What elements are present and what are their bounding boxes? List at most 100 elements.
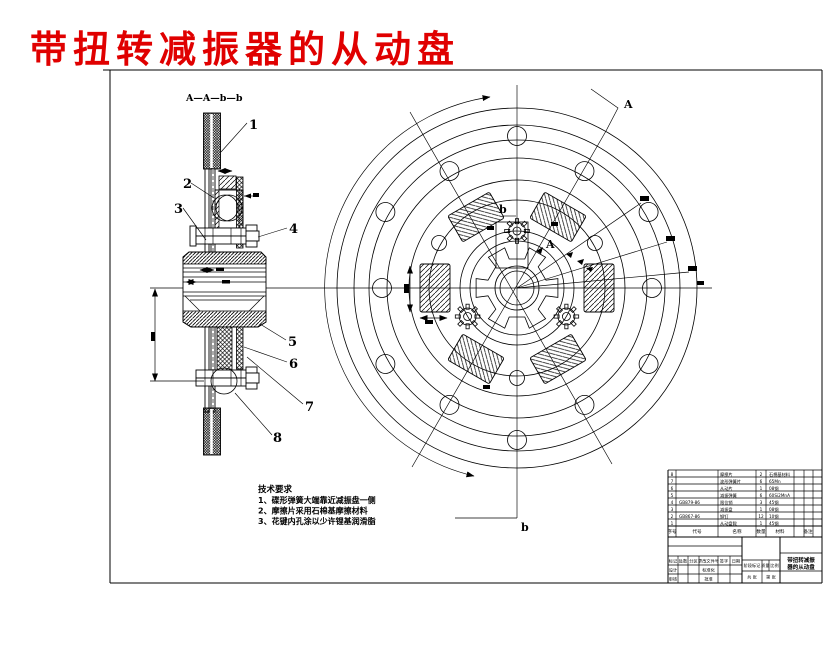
dim-blob <box>216 267 224 271</box>
small-hole <box>587 235 603 251</box>
parts-list-cell: 1 <box>760 486 763 491</box>
parts-list-cell: 波形弹簧片 <box>720 478 741 485</box>
wave-spring-strip <box>210 114 213 168</box>
tb-date: 日期 <box>732 559 740 565</box>
leader-3 <box>182 207 207 241</box>
label-b-bottom: b <box>521 521 529 534</box>
hole <box>507 126 527 146</box>
arrow-mark <box>566 252 573 258</box>
hole <box>642 278 662 298</box>
part-number-4: 4 <box>289 222 298 237</box>
tech-requirements-heading: 技术要求 <box>258 484 293 495</box>
dim-blob <box>425 320 433 324</box>
drawing-title: 带扭转减振器的从动盘 <box>30 28 460 71</box>
parts-list-cell: 8 <box>671 472 674 477</box>
parts-list-cell: 2 <box>760 472 763 477</box>
hub-chamfer <box>184 295 201 312</box>
section-line-a-corner <box>590 88 619 132</box>
parts-list-cell: 08钢 <box>769 485 779 492</box>
damper-plate-bar-lower <box>236 326 244 370</box>
housing-wall-left <box>214 189 220 229</box>
dim-leader <box>516 271 690 289</box>
parts-list-cell: 3 <box>671 507 674 512</box>
parts-list-cell: 45钢 <box>769 499 779 506</box>
hub-bottom-cap <box>182 310 267 328</box>
parts-list-cell: GB867-86 <box>679 514 700 519</box>
bolt-head <box>245 224 258 232</box>
part-number-3: 3 <box>174 202 183 217</box>
tb-qty-chg: 处数 <box>679 558 688 565</box>
rivet-circle-bcd <box>386 157 648 419</box>
arrow-mark <box>244 193 251 199</box>
small-hole <box>509 370 525 386</box>
dim-leader <box>516 202 642 289</box>
parts-list-cell: 1 <box>760 521 763 526</box>
parts-header-seq: 序号 <box>667 528 677 535</box>
dim-blob <box>666 236 675 241</box>
label-b-top: b <box>499 203 507 216</box>
parts-list-cell: 铆钉 <box>720 513 729 520</box>
bore-circle <box>494 265 540 311</box>
parts-list-cell: 45钢 <box>769 520 779 527</box>
front-view: b b A A <box>324 85 704 534</box>
dim-blob <box>688 266 697 271</box>
leader-2 <box>190 182 215 199</box>
section-line-a2 <box>409 111 613 465</box>
part-number-1: 1 <box>249 118 258 133</box>
bore-inner-circle <box>499 270 535 306</box>
parts-header-name: 名称 <box>732 528 742 535</box>
facing-inner-circle <box>353 124 681 452</box>
dim-blob <box>222 280 230 284</box>
hub-flange-circle <box>459 230 575 346</box>
plate-circle <box>368 139 666 437</box>
part-number-8: 8 <box>273 431 282 446</box>
hole <box>439 394 460 415</box>
spring-window-right <box>583 263 615 313</box>
spring-window-lower-left <box>447 334 505 384</box>
tech-requirement-1: 1、碟形弹簧大端靠近减振盘一侧 <box>258 495 376 505</box>
spacer-block <box>218 175 237 190</box>
tech-requirement-2: 2、摩擦片采用石棉基摩擦材料 <box>258 506 368 516</box>
arrow-mark <box>586 267 593 272</box>
parts-list-cell: 石棉基材料 <box>769 471 791 478</box>
parts-list-cell: 2 <box>671 514 674 519</box>
leader-1 <box>220 122 248 153</box>
leader-4 <box>257 227 288 238</box>
hole <box>638 354 659 374</box>
rivet-circle <box>210 367 238 395</box>
section-line-a <box>411 130 607 468</box>
tb-sheet-no: 第 张 <box>766 574 777 581</box>
parts-list-cell: 从动片 <box>720 485 733 492</box>
angular-dimension-arc <box>324 95 491 478</box>
tb-product-name-line2: 器的从动盘 <box>786 563 815 571</box>
parts-list-cell: 6 <box>760 479 763 484</box>
leader-7 <box>246 356 304 405</box>
tb-zone: 分区 <box>689 558 697 565</box>
bolt-head-lower <box>245 366 258 374</box>
tb-file-no: 更改文件号 <box>698 558 719 565</box>
part-number-7: 7 <box>305 400 314 415</box>
label-a-top: A <box>623 98 633 111</box>
parts-list-cell: 08钢 <box>769 506 779 513</box>
spring-window-left <box>419 263 451 313</box>
parts-list-cell: GB879-86 <box>679 500 700 505</box>
small-hole <box>431 235 448 251</box>
outer-circle <box>336 107 698 469</box>
damper-plate-bar <box>236 176 244 249</box>
bolt-head-lower-mid <box>245 372 260 384</box>
parts-list-cell: 从动盘毂 <box>720 520 738 527</box>
tb-stage: 阶段标记 <box>744 562 762 569</box>
hole <box>375 202 396 222</box>
parts-list-cell: 1 <box>671 521 674 526</box>
tb-scale: 比例 <box>770 562 778 569</box>
tech-requirements: 技术要求 1、碟形弹簧大端靠近减振盘一侧 2、摩擦片采用石棉基摩擦材料 3、花键… <box>258 484 376 526</box>
rivet-lower-top <box>195 369 252 379</box>
hole <box>375 354 396 374</box>
parts-list-cell: 限位销 <box>720 499 733 506</box>
parts-header-note: 备注 <box>803 528 813 535</box>
dim-blob <box>151 332 155 341</box>
dim-blob <box>551 222 558 226</box>
